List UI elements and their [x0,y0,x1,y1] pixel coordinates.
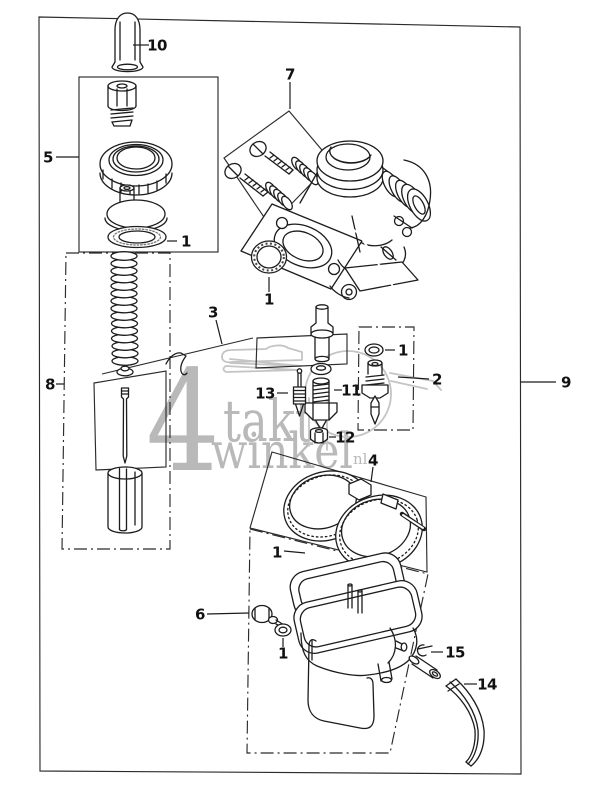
screw-set-7 [224,140,319,211]
part-label-3: 3 [208,304,218,322]
leader-lines-layer [56,44,556,685]
needle-clip [116,365,134,377]
leader-line-4 [370,466,374,483]
carb-top-cover [104,184,168,232]
float-pin [399,511,427,532]
part-label-1: 1 [264,291,274,309]
bowl-bail-wire [307,639,375,730]
page-border [38,16,522,775]
float-needle [370,395,380,425]
leader-line-1 [283,550,306,554]
part-label-2: 2 [432,371,442,389]
seat-washer-1 [364,343,384,357]
part-label-8: 8 [45,376,55,394]
group-box-5 [78,76,219,253]
needle-jet [310,304,334,363]
watermark-big-4: 4 [146,341,220,504]
part-label-6: 6 [195,606,205,624]
carburetor-body [240,140,432,301]
part-label-1: 1 [278,645,288,663]
leader-line-3 [215,319,223,345]
slow-jet-13 [292,368,307,417]
part-label-9: 9 [561,374,571,392]
leader-line-2 [397,376,430,380]
part-label-7: 7 [285,66,295,84]
group-box-8 [61,252,171,550]
cable-end-hook [165,352,188,376]
part-label-5: 5 [43,149,53,167]
part-label-13: 13 [255,385,275,403]
leader-line-6 [206,612,250,615]
cable-adjuster-screw [107,80,137,127]
ring-nut [99,141,173,196]
part-label-4: 4 [368,452,378,470]
watermark-winkel: winkel [211,422,353,480]
needle-sub-box [93,370,167,471]
watermark-nl: nl [353,450,368,468]
cover-gasket [107,225,167,249]
group-box-4 [249,451,428,573]
jet-washer-ring [310,362,332,376]
part-label-1: 1 [398,342,408,360]
part-label-1: 1 [181,233,191,251]
part-label-11: 11 [341,382,361,400]
valve-seat-2 [361,359,389,399]
part-label-15: 15 [445,644,465,662]
drain-tube-14 [408,655,485,767]
lock-nut-12 [309,427,329,444]
flange-o-ring [250,240,288,274]
throttle-slide [107,466,143,534]
part-label-14: 14 [477,676,497,694]
drain-bolt-6 [251,604,285,629]
throttle-spring [110,251,139,366]
group-box-1-2 [357,326,415,431]
part-label-10: 10 [147,37,167,55]
tube-clip-15 [416,644,433,657]
part-label-12: 12 [335,429,355,447]
jet-needle [120,387,130,464]
part-label-1: 1 [272,544,282,562]
drain-bolt-washer [274,623,292,637]
float-bowl [293,580,423,684]
rubber-cap-10 [111,12,144,73]
